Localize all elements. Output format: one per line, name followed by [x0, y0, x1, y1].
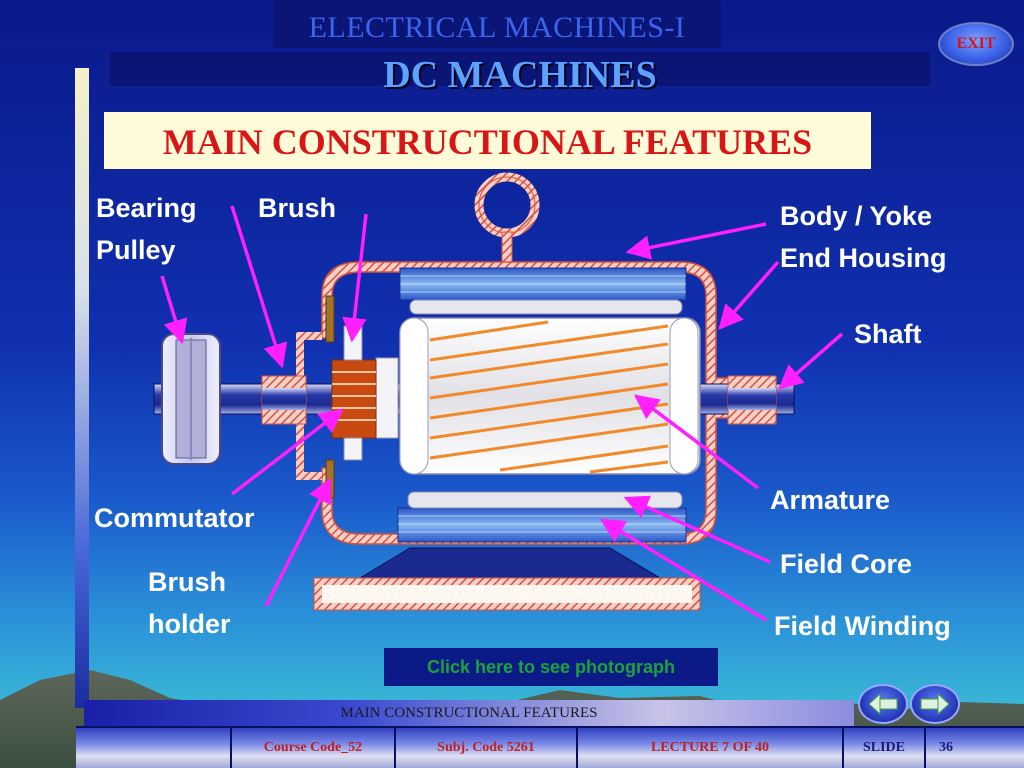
field-core	[409, 299, 683, 315]
footer-title: MAIN CONSTRUCTIONAL FEATURES	[84, 700, 854, 726]
footer-right-cell	[966, 728, 1024, 768]
brush-holder	[325, 295, 335, 343]
label-field-winding: Field Winding	[774, 611, 951, 641]
prev-arrow-icon	[868, 693, 898, 715]
prev-slide-button[interactable]	[858, 684, 908, 724]
label-end-housing: End Housing	[780, 243, 947, 273]
label-brush: Brush	[258, 193, 337, 223]
label-brush-holder-line1: Brush	[148, 567, 227, 597]
section-title: DC MACHINES	[383, 54, 657, 96]
next-arrow-icon	[920, 693, 950, 715]
label-bearing: Bearing	[96, 193, 197, 223]
section-title-band	[110, 52, 930, 86]
label-brush-holder-line2: holder	[148, 609, 231, 639]
next-slide-button[interactable]	[910, 684, 960, 724]
machine-foot	[358, 547, 662, 579]
slide-heading: MAIN CONSTRUCTIONAL FEATURES	[104, 112, 871, 169]
footer-blank-cell	[76, 728, 232, 768]
footer-info-row: Course Code_52 Subj. Code 5261 LECTURE 7…	[76, 726, 1024, 768]
exit-button[interactable]: EXIT	[938, 22, 1014, 66]
label-body-yoke: Body / Yoke	[780, 201, 933, 231]
slide-number: 36	[939, 740, 953, 755]
subject-code: Subj. Code 5261	[396, 728, 578, 768]
label-pulley: Pulley	[96, 235, 176, 265]
see-photograph-link[interactable]: Click here to see photograph	[384, 648, 718, 686]
lecture-info: LECTURE 7 OF 40	[578, 728, 844, 768]
yoke-body	[321, 261, 777, 545]
label-armature: Armature	[770, 485, 891, 515]
label-commutator: Commutator	[94, 503, 255, 533]
course-title: ELECTRICAL MACHINES-I	[273, 0, 721, 48]
course-code: Course Code_52	[232, 728, 396, 768]
label-field-core: Field Core	[780, 549, 913, 579]
left-accent-bar	[75, 68, 89, 708]
slide-label: SLIDE	[844, 728, 926, 768]
label-shaft: Shaft	[854, 319, 922, 349]
